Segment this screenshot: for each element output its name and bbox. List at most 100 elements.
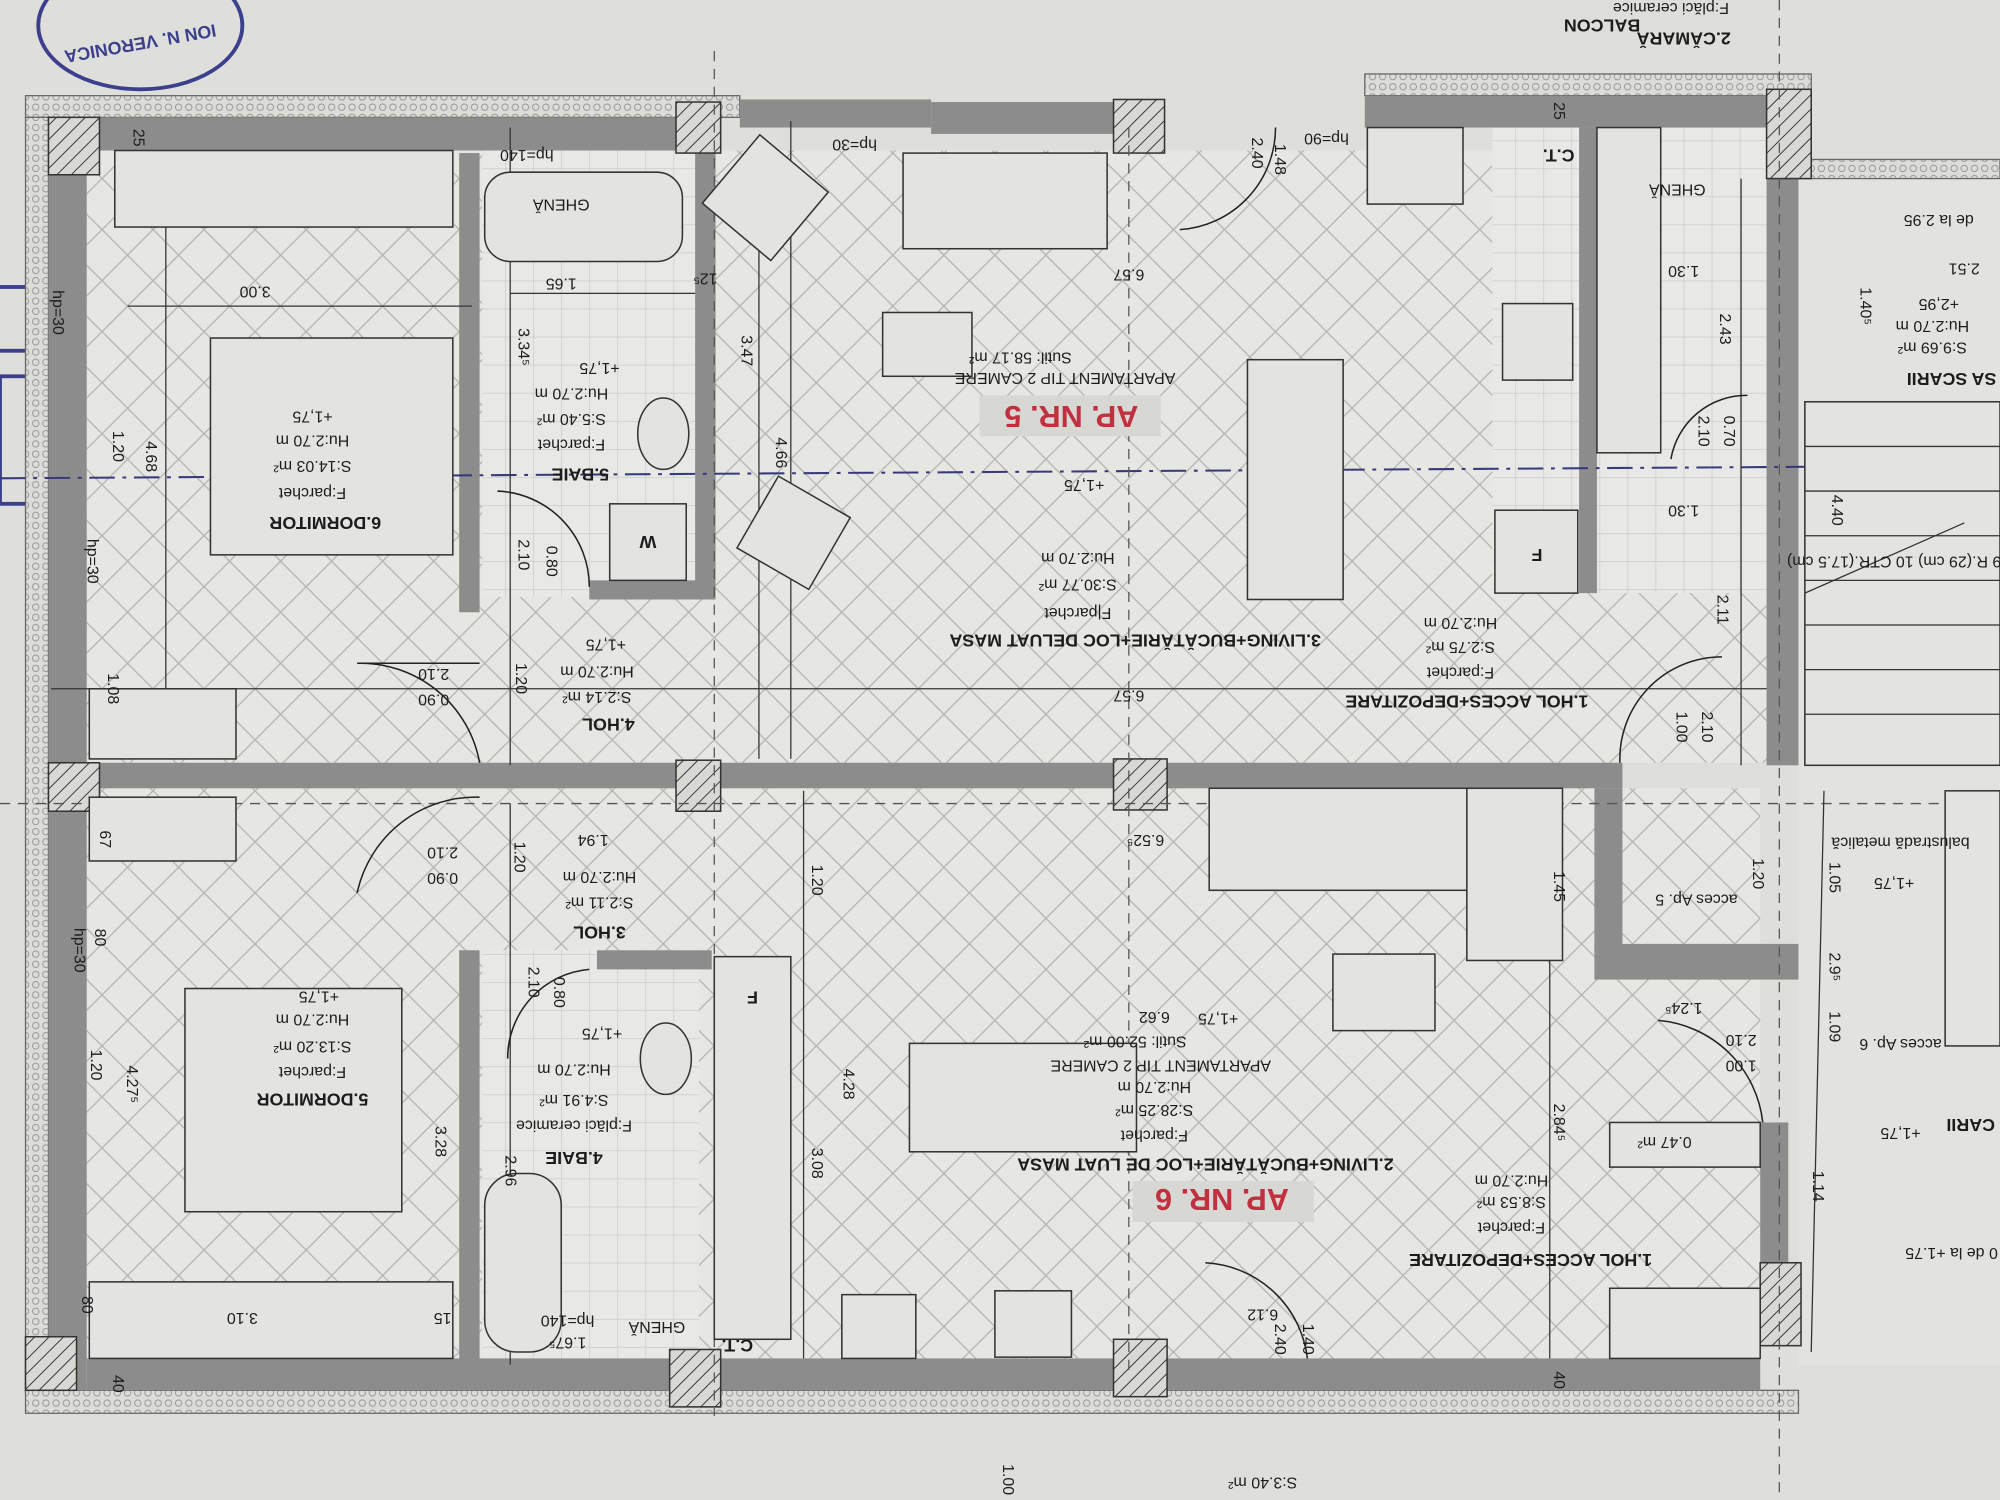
ghena-label: GHENĂ (1649, 180, 1706, 199)
wardrobe-2 (88, 1281, 454, 1360)
dimension: 0.80 (543, 546, 560, 577)
room-level: +1,75 (586, 636, 626, 653)
dimension: 3.10 (227, 1309, 258, 1326)
ghena-label: GHENĂ (533, 196, 590, 215)
room-height: Hu:2.70 m (1475, 1171, 1549, 1188)
armchair-2 (701, 133, 830, 262)
room-level: +2,95 (1918, 295, 1958, 312)
dimension: 40 (1550, 1371, 1567, 1389)
washing-machine (608, 503, 687, 582)
room-level: +1,75 (292, 407, 332, 424)
room-area: S:8.53 m² (1477, 1193, 1546, 1210)
apartment-type: APARTAMENT TIP 2 CAMERE (1050, 1057, 1271, 1074)
dimension: 1.08 (104, 673, 121, 704)
sofa-2 (1208, 787, 1472, 892)
room-name: 4.BAIE (545, 1148, 603, 1168)
dimension: 6.12 (1247, 1305, 1278, 1322)
walls (24, 88, 1812, 1408)
area-label: 0.47 m² (1638, 1133, 1692, 1150)
armchair (735, 475, 852, 591)
level-note: 0 de la +1.75 (1905, 1244, 1998, 1261)
doors (356, 127, 1764, 1359)
shelving (1596, 126, 1662, 454)
dimension: 2.51 (1949, 259, 1980, 276)
access-label: acces Ap. 6 (1859, 1035, 1942, 1052)
apartment-type: APARTAMENT TIP 2 CAMERE (955, 369, 1176, 386)
hp-label: hp=90 (1304, 129, 1349, 146)
room-name: 3.HOL (573, 922, 626, 942)
dimension: 25 (129, 129, 146, 147)
dimension: 67 (96, 830, 113, 848)
hp-label: hp=30 (832, 136, 877, 153)
room-height: Hu:2.70 m (560, 662, 634, 679)
level-label: +1,75 (1874, 874, 1914, 891)
dimension: 0.90 (418, 690, 449, 707)
room-height: Hu:2.70 m (563, 868, 637, 885)
dimension: 1.14 (1809, 1171, 1826, 1202)
dimension: 0.80 (550, 977, 567, 1008)
apartment-number: AP. NR. 5 (1005, 399, 1139, 433)
access-label: acces Ap. 5 (1655, 891, 1738, 908)
apartment-area: Sutil: 58.17 m² (969, 349, 1072, 366)
room-finish: F:plăci ceramice (516, 1117, 632, 1134)
dimension: 2.10 (1694, 416, 1711, 447)
room-area: S:2.14 m² (562, 688, 631, 705)
room-height: Hu:2.70 m (537, 1060, 611, 1077)
stair-note: 9 R.(29 cm) 10 CTR.(17.5 cm) (1787, 553, 2000, 570)
kitchen-counter (713, 955, 792, 1341)
dimension: 15 (434, 1309, 452, 1326)
level-note: de la 2.95 (1904, 211, 1974, 228)
room-finish: F|parchet (1044, 604, 1112, 621)
dining-table (1246, 358, 1344, 601)
room-height: Hu:2.70 m (1118, 1078, 1192, 1095)
dimension: 1.30 (1668, 262, 1699, 279)
room-area: S:9.69 m² (1898, 338, 1967, 355)
room-name: 5.DORMITOR (257, 1089, 369, 1109)
dimension: 1.48 (1271, 144, 1288, 175)
bed-2 (184, 987, 403, 1213)
room-name: 1.HOL ACCES+DEPOZITARE (1345, 692, 1588, 712)
hp-label: hp=30 (71, 928, 88, 973)
room-level: +1,75 (582, 1025, 622, 1042)
dimension: 1.00 (999, 1464, 1016, 1495)
dimension: 2.11 (1713, 595, 1730, 625)
dimension: 2.9⁵ (1826, 952, 1843, 981)
fridge (1494, 509, 1579, 594)
ct-label: C.T. (1543, 146, 1575, 166)
kitchen-sink (1366, 126, 1464, 205)
room-level: +1,75 (1064, 476, 1104, 493)
dimension: 2.10 (525, 967, 542, 998)
room-height: Hu:2.70 m (276, 432, 350, 449)
room-name: 1.HOL ACCES+DEPOZITARE (1409, 1250, 1652, 1270)
dimension: 2.40 (1271, 1324, 1288, 1355)
room-finish: F:parchet (1120, 1127, 1188, 1144)
room-area: S:2.75 m² (1426, 638, 1495, 655)
dimension: 0.90 (427, 869, 458, 886)
camara-label: 2.CĂMARĂ (1636, 28, 1730, 49)
dimension: 2.10 (514, 539, 531, 570)
exterior-insulation (24, 73, 2000, 1414)
dimension: 3.28 (432, 1126, 449, 1157)
dimension: 6.62 (1139, 1008, 1170, 1025)
dimension: 12⁵ (693, 270, 717, 287)
room-name: 3.LIVING+BUCĂTĂRIE+LOC DELUAT MASA (949, 630, 1321, 651)
dimension: 0.70 (1720, 416, 1737, 447)
staircase (1804, 401, 2000, 1047)
level-label: +1,75 (1880, 1124, 1920, 1141)
dimension: 1.20 (511, 842, 528, 873)
ap5-label-box (979, 395, 1161, 437)
hp-label: hp=140 (500, 146, 554, 163)
coffee-table-2 (1332, 953, 1436, 1032)
room-name: CARII (1946, 1115, 1995, 1135)
room-height: Hu:2.70 m (1424, 614, 1498, 631)
room-finish: F:parchet (1477, 1219, 1545, 1236)
dimension: 2.10 (418, 665, 449, 682)
dimension: 25 (1550, 102, 1567, 120)
stove (1501, 302, 1574, 381)
dimension: 2.10 (1725, 1031, 1756, 1048)
dimension: 1.00 (1673, 712, 1690, 743)
fridge-label: F (747, 987, 758, 1007)
room-name: SA SCARII (1907, 369, 1997, 389)
sink-2 (639, 1022, 693, 1096)
railing-label: balustradă metalică (1831, 833, 1969, 850)
